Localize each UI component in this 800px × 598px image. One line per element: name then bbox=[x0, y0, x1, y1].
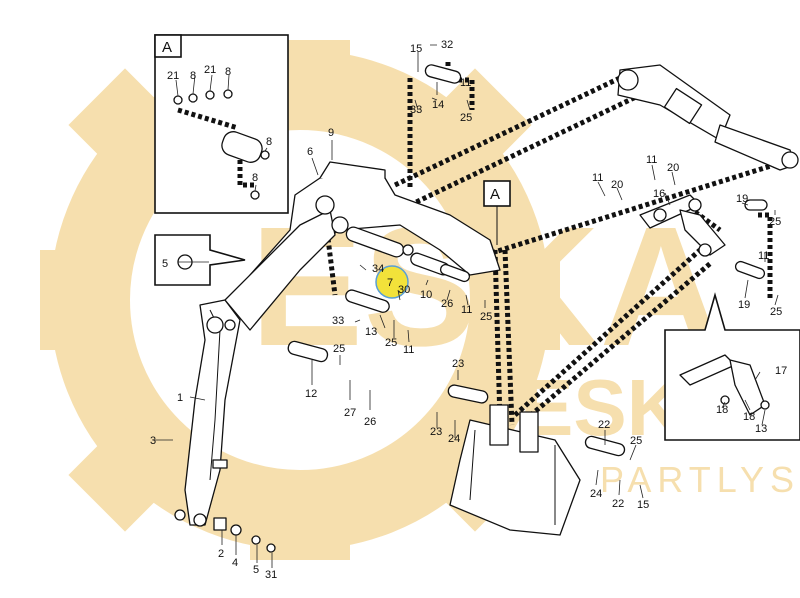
pins-and-bushings bbox=[172, 64, 768, 553]
part-label-32: 32 bbox=[441, 39, 453, 51]
part-label-9: 9 bbox=[328, 127, 334, 139]
washer-inset bbox=[154, 234, 246, 286]
part-label-25: 25 bbox=[480, 311, 492, 323]
part-label-22: 22 bbox=[598, 419, 610, 431]
view-a-inset-label: A bbox=[162, 39, 172, 56]
part-label-24: 24 bbox=[448, 433, 460, 445]
part-label-22: 22 bbox=[612, 498, 624, 510]
part-label-8: 8 bbox=[252, 172, 258, 184]
part-label-8: 8 bbox=[266, 136, 272, 148]
part-label-31: 31 bbox=[265, 569, 277, 581]
part-label-6: 6 bbox=[307, 146, 313, 158]
part-label-26: 26 bbox=[441, 298, 453, 310]
leader-lines bbox=[155, 44, 779, 568]
part-label-25: 25 bbox=[769, 216, 781, 228]
part-label-25: 25 bbox=[460, 112, 472, 124]
part-label-20: 20 bbox=[611, 179, 623, 191]
part-label-8: 8 bbox=[190, 70, 196, 82]
part-label-15: 15 bbox=[410, 43, 422, 55]
part-label-14: 14 bbox=[432, 99, 444, 111]
part-label-23: 23 bbox=[452, 358, 464, 370]
part-label-11: 11 bbox=[403, 344, 414, 356]
part-label-10: 10 bbox=[420, 289, 432, 301]
part-label-11: 11 bbox=[461, 304, 472, 316]
part-label-24: 24 bbox=[590, 488, 602, 500]
part-number-labels: 21 8 21 8 8 8 15 32 11 14 33 25 9 6 5 34… bbox=[150, 39, 787, 581]
part-label-7: 7 bbox=[387, 277, 393, 289]
part-label-15: 15 bbox=[637, 499, 649, 511]
part-label-1: 1 bbox=[177, 392, 183, 404]
part-label-33: 33 bbox=[332, 315, 344, 327]
part-label-11: 11 bbox=[758, 250, 769, 262]
boom-arm-assembly bbox=[174, 161, 501, 527]
part-label-21: 21 bbox=[204, 64, 216, 76]
part-label-3: 3 bbox=[150, 435, 156, 447]
part-label-13: 13 bbox=[365, 326, 377, 338]
view-a-callout: A bbox=[483, 180, 511, 245]
part-label-11: 11 bbox=[460, 77, 471, 89]
part-label-17: 17 bbox=[775, 365, 787, 377]
bucket-cylinder bbox=[617, 64, 799, 171]
part-label-34: 34 bbox=[372, 263, 384, 275]
part-label-23: 23 bbox=[430, 426, 442, 438]
view-a-callout-label: A bbox=[490, 186, 500, 203]
part-label-19: 19 bbox=[738, 299, 750, 311]
part-label-19: 19 bbox=[736, 193, 748, 205]
part-label-25: 25 bbox=[630, 435, 642, 447]
highlighted-part-marker bbox=[375, 265, 409, 299]
part-label-5: 5 bbox=[253, 564, 259, 576]
part-label-5: 5 bbox=[162, 258, 168, 270]
part-label-33: 33 bbox=[410, 104, 422, 116]
part-label-16: 16 bbox=[653, 188, 665, 200]
watermark-tagline: PARTLYS bbox=[600, 459, 800, 500]
part-label-25: 25 bbox=[385, 337, 397, 349]
part-label-12: 12 bbox=[305, 388, 317, 400]
part-label-30: 30 bbox=[398, 284, 410, 296]
part-label-4: 4 bbox=[232, 557, 238, 569]
part-label-13: 13 bbox=[755, 423, 767, 435]
part-label-20: 20 bbox=[667, 162, 679, 174]
part-label-2: 2 bbox=[218, 548, 224, 560]
part-label-11: 11 bbox=[592, 172, 603, 184]
part-label-26: 26 bbox=[364, 416, 376, 428]
detail-linkage-inset bbox=[664, 292, 800, 441]
part-label-11: 11 bbox=[646, 154, 657, 166]
part-label-25: 25 bbox=[333, 343, 345, 355]
part-label-27: 27 bbox=[344, 407, 356, 419]
detail-view-a-inset: A bbox=[154, 34, 289, 214]
part-label-18: 18 bbox=[743, 411, 755, 423]
bucket-linkage bbox=[639, 194, 726, 257]
part-label-21: 21 bbox=[167, 70, 179, 82]
bucket bbox=[449, 404, 581, 536]
part-label-8: 8 bbox=[225, 66, 231, 78]
part-label-18: 18 bbox=[716, 404, 728, 416]
part-label-25: 25 bbox=[770, 306, 782, 318]
